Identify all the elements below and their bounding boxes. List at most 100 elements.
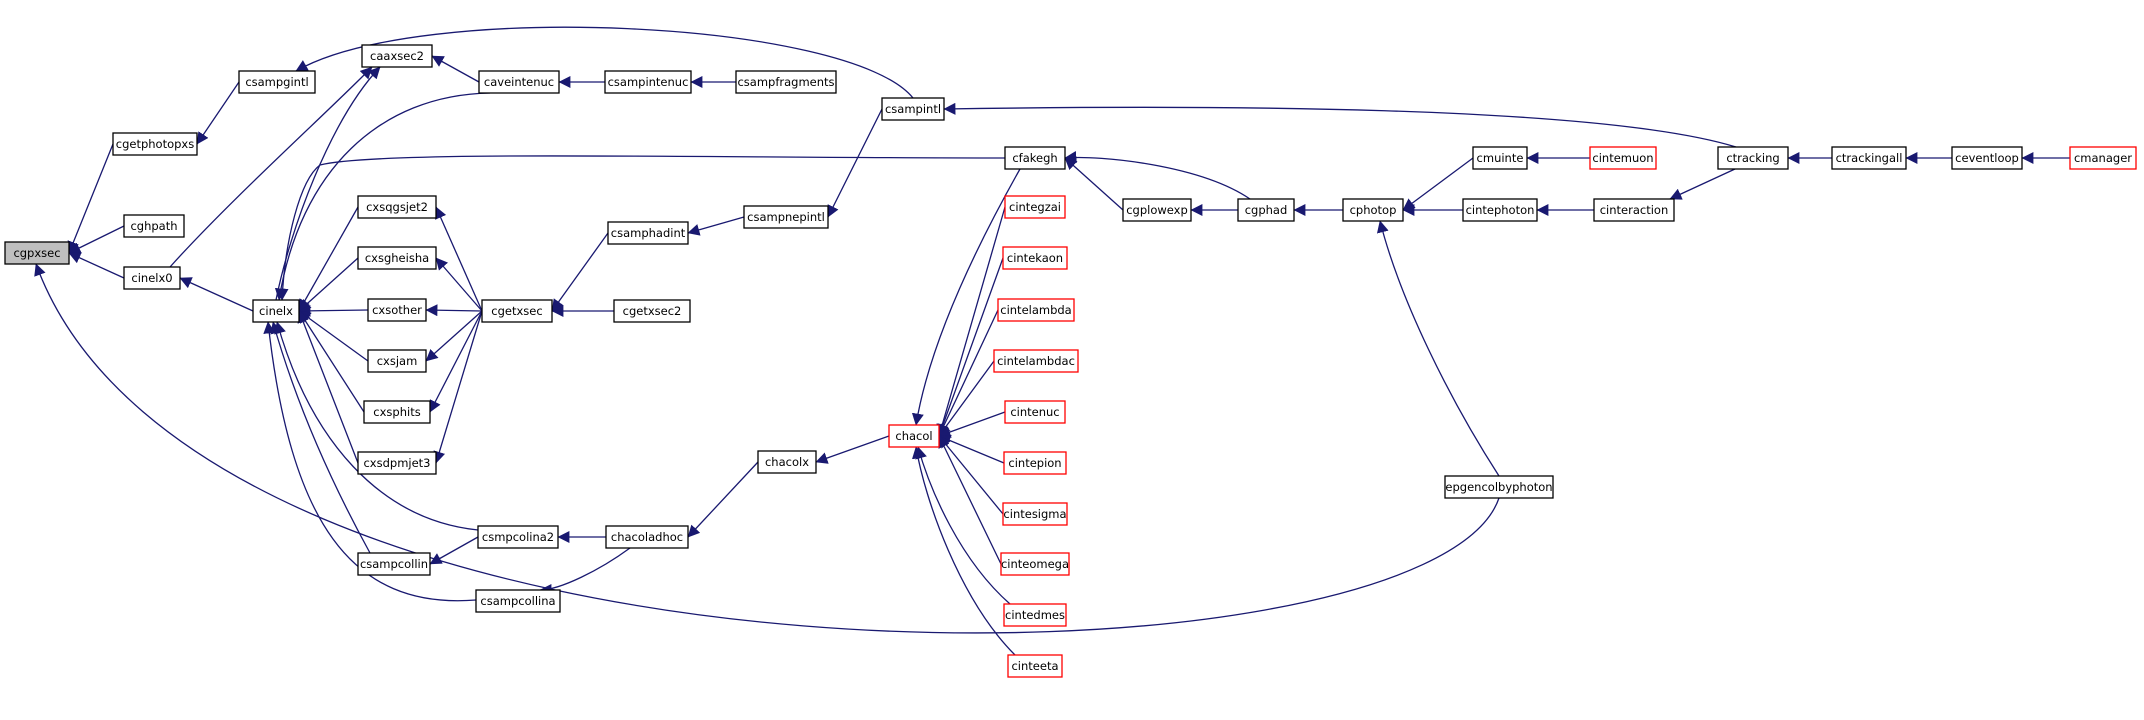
node-cintegzai[interactable]: cintegzai <box>1004 195 1066 219</box>
node-box[interactable] <box>757 450 817 474</box>
node-cghpath[interactable]: cghpath <box>123 214 185 238</box>
node-cintedmes[interactable]: cintedmes <box>1003 603 1067 627</box>
node-box[interactable] <box>1004 146 1066 170</box>
node-caaxsec2[interactable]: caaxsec2 <box>361 44 433 68</box>
node-csamphadint[interactable]: csamphadint <box>607 221 689 245</box>
node-ceventloop[interactable]: ceventloop <box>1951 146 2023 170</box>
node-box[interactable] <box>1444 475 1554 499</box>
node-box[interactable] <box>993 349 1079 373</box>
node-box[interactable] <box>357 552 431 576</box>
node-cxsgheisha[interactable]: cxsgheisha <box>357 246 437 270</box>
node-box[interactable] <box>123 214 185 238</box>
node-epgencolbyphoton[interactable]: epgencolbyphoton <box>1444 475 1554 499</box>
node-box[interactable] <box>357 451 437 475</box>
node-box[interactable] <box>478 70 560 94</box>
node-box[interactable] <box>357 195 437 219</box>
node-caveintenuc[interactable]: caveintenuc <box>478 70 560 94</box>
node-cintemuon[interactable]: cintemuon <box>1589 146 1657 170</box>
node-box[interactable] <box>1004 195 1066 219</box>
node-cxsphits[interactable]: cxsphits <box>363 400 431 424</box>
node-box[interactable] <box>1462 198 1538 222</box>
node-cxsdpmjet3[interactable]: cxsdpmjet3 <box>357 451 437 475</box>
node-cinelx[interactable]: cinelx <box>252 299 300 323</box>
node-cintepion[interactable]: cintepion <box>1003 451 1067 475</box>
node-box[interactable] <box>1342 198 1404 222</box>
node-cinteeta[interactable]: cinteeta <box>1007 654 1063 678</box>
node-box[interactable] <box>613 299 691 323</box>
node-box[interactable] <box>1007 654 1063 678</box>
node-box[interactable] <box>1831 146 1907 170</box>
node-box[interactable] <box>477 525 559 549</box>
node-box[interactable] <box>997 298 1075 322</box>
node-chacoladhoc[interactable]: chacoladhoc <box>605 525 689 549</box>
node-box[interactable] <box>735 70 837 94</box>
node-box[interactable] <box>607 221 689 245</box>
node-box[interactable] <box>1122 198 1192 222</box>
node-box[interactable] <box>743 205 829 229</box>
node-cintephoton[interactable]: cintephoton <box>1462 198 1538 222</box>
node-box[interactable] <box>1717 146 1789 170</box>
node-cphotop[interactable]: cphotop <box>1342 198 1404 222</box>
node-chacolx[interactable]: chacolx <box>757 450 817 474</box>
node-csampgintl[interactable]: csampgintl <box>238 70 316 94</box>
node-box[interactable] <box>123 266 181 290</box>
node-csampfragments[interactable]: csampfragments <box>735 70 837 94</box>
node-cmanager[interactable]: cmanager <box>2069 146 2137 170</box>
node-box[interactable] <box>1003 451 1067 475</box>
node-cgetphotopxs[interactable]: cgetphotopxs <box>112 132 198 156</box>
node-cintelambdac[interactable]: cintelambdac <box>993 349 1079 373</box>
node-box[interactable] <box>367 298 427 322</box>
node-box[interactable] <box>367 349 427 373</box>
node-cintelambda[interactable]: cintelambda <box>997 298 1075 322</box>
node-box[interactable] <box>1004 400 1066 424</box>
node-cintenuc[interactable]: cintenuc <box>1004 400 1066 424</box>
node-box[interactable] <box>252 299 300 323</box>
node-chacol[interactable]: chacol <box>888 424 940 448</box>
node-csampintl[interactable]: csampintl <box>881 97 945 121</box>
node-box[interactable] <box>888 424 940 448</box>
node-csampnepintl[interactable]: csampnepintl <box>743 205 829 229</box>
node-box[interactable] <box>1589 146 1657 170</box>
node-box[interactable] <box>604 70 692 94</box>
node-box[interactable] <box>2069 146 2137 170</box>
node-cintekaon[interactable]: cintekaon <box>1002 246 1068 270</box>
node-box[interactable] <box>1002 502 1068 526</box>
node-cgpxsec[interactable]: cgpxsec <box>4 241 70 265</box>
node-cintesigma[interactable]: cintesigma <box>1002 502 1068 526</box>
node-box[interactable] <box>1237 198 1295 222</box>
node-ctracking[interactable]: ctracking <box>1717 146 1789 170</box>
node-box[interactable] <box>475 589 561 613</box>
node-box[interactable] <box>1003 603 1067 627</box>
node-cgphad[interactable]: cgphad <box>1237 198 1295 222</box>
node-csampcollina[interactable]: csampcollina <box>475 589 561 613</box>
node-csampcollin[interactable]: csampcollin <box>357 552 431 576</box>
node-cinteomega[interactable]: cinteomega <box>1000 552 1070 576</box>
node-cxsjam[interactable]: cxsjam <box>367 349 427 373</box>
node-cgetxsec[interactable]: cgetxsec <box>481 299 553 323</box>
node-box[interactable] <box>357 246 437 270</box>
node-box[interactable] <box>1000 552 1070 576</box>
node-box[interactable] <box>361 44 433 68</box>
node-box[interactable] <box>881 97 945 121</box>
node-box[interactable] <box>238 70 316 94</box>
node-cgplowexp[interactable]: cgplowexp <box>1122 198 1192 222</box>
node-csmpcolina2[interactable]: csmpcolina2 <box>477 525 559 549</box>
node-ctrackingall[interactable]: ctrackingall <box>1831 146 1907 170</box>
node-box[interactable] <box>1951 146 2023 170</box>
node-box[interactable] <box>363 400 431 424</box>
node-cinelx0[interactable]: cinelx0 <box>123 266 181 290</box>
node-cxsother[interactable]: cxsother <box>367 298 427 322</box>
node-box[interactable] <box>1593 198 1675 222</box>
node-box[interactable] <box>605 525 689 549</box>
node-csampintenuc[interactable]: csampintenuc <box>604 70 692 94</box>
node-box[interactable] <box>4 241 70 265</box>
node-cinteraction[interactable]: cinteraction <box>1593 198 1675 222</box>
node-cgetxsec2[interactable]: cgetxsec2 <box>613 299 691 323</box>
node-box[interactable] <box>1002 246 1068 270</box>
node-cmuinte[interactable]: cmuinte <box>1472 146 1528 170</box>
node-box[interactable] <box>1472 146 1528 170</box>
node-box[interactable] <box>112 132 198 156</box>
node-cfakegh[interactable]: cfakegh <box>1004 146 1066 170</box>
node-cxsqgsjet2[interactable]: cxsqgsjet2 <box>357 195 437 219</box>
node-box[interactable] <box>481 299 553 323</box>
